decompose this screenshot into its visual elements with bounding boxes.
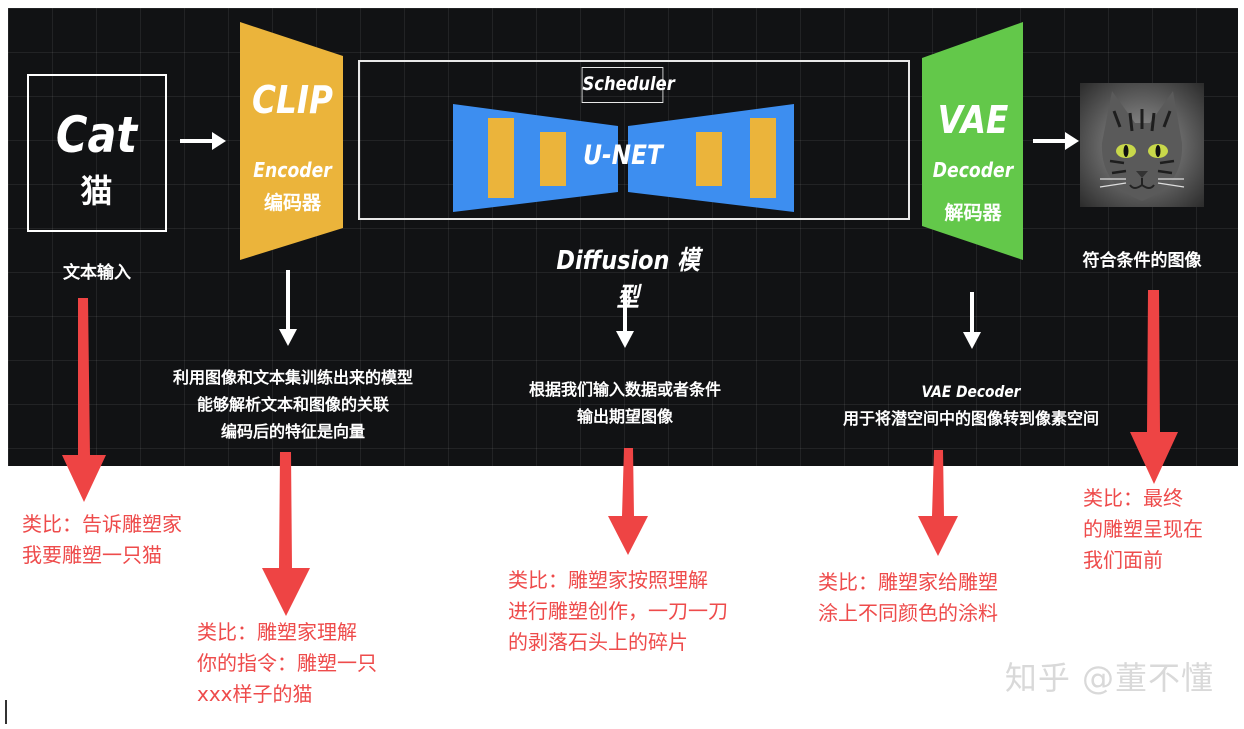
analogy-line: 你的指令：雕塑一只 bbox=[197, 651, 377, 675]
analogy-line: 我要雕塑一只猫 bbox=[22, 543, 162, 567]
vae-decoder-shape bbox=[922, 22, 1023, 260]
red-arrow bbox=[608, 448, 648, 555]
text-cursor bbox=[5, 700, 7, 724]
analogy-clip: 类比：雕塑家理解 你的指令：雕塑一只 xxx样子的猫 bbox=[197, 617, 377, 710]
text-input-box: Cat 猫 bbox=[27, 74, 167, 232]
unet-block bbox=[750, 118, 776, 198]
pipeline-panel: Cat 猫 文本输入 CLIP Encoder 编码器 Scheduler bbox=[8, 8, 1238, 466]
text-input-caption: 文本输入 bbox=[63, 263, 131, 283]
analogy-line: xxx样子的猫 bbox=[197, 682, 313, 706]
analogy-output: 类比：最终 的雕塑呈现在 我们面前 bbox=[1083, 483, 1203, 576]
diffusion-caption: Diffusion 模型 bbox=[556, 246, 700, 313]
analogy-diffusion: 类比：雕塑家按照理解 进行雕塑创作，一刀一刀 的剥落石头上的碎片 bbox=[508, 565, 728, 658]
analogy-line: 类比：雕塑家理解 bbox=[197, 620, 357, 644]
cat-word-cn: 猫 bbox=[80, 172, 113, 210]
scheduler-label: Scheduler bbox=[581, 67, 675, 103]
vae-desc-line: VAE Decoder bbox=[921, 382, 1021, 401]
clip-encoder-shape bbox=[240, 22, 343, 260]
unet-block bbox=[488, 118, 514, 198]
vae-title: VAE bbox=[937, 98, 1009, 142]
cat-word-en: Cat bbox=[55, 106, 138, 164]
analogy-line: 类比：最终 bbox=[1083, 486, 1183, 510]
vae-role-en: Decoder bbox=[932, 158, 1014, 182]
clip-desc-line: 能够解析文本和图像的关联 bbox=[196, 395, 389, 414]
unet-label: U-NET bbox=[583, 140, 663, 171]
red-arrow bbox=[1130, 290, 1178, 484]
pipeline-arrows bbox=[180, 132, 1079, 349]
clip-desc-line: 利用图像和文本集训练出来的模型 bbox=[172, 368, 413, 387]
output-cat-image bbox=[1080, 83, 1204, 207]
clip-description: 利用图像和文本集训练出来的模型 能够解析文本和图像的关联 编码后的特征是向量 bbox=[148, 364, 438, 445]
analogy-line: 进行雕塑创作，一刀一刀 bbox=[508, 599, 728, 623]
analogy-line: 涂上不同颜色的涂料 bbox=[818, 601, 998, 625]
clip-role-cn: 编码器 bbox=[263, 192, 321, 214]
analogy-line: 类比：雕塑家按照理解 bbox=[508, 568, 708, 592]
diffusion-desc-line: 输出期望图像 bbox=[576, 407, 673, 426]
vae-role-cn: 解码器 bbox=[944, 202, 1002, 224]
analogy-line: 的雕塑呈现在 bbox=[1083, 517, 1203, 541]
analogy-vae: 类比：雕塑家给雕塑 涂上不同颜色的涂料 bbox=[818, 567, 998, 629]
unet-block bbox=[696, 132, 722, 186]
red-arrow bbox=[918, 450, 958, 556]
diffusion-box bbox=[358, 60, 910, 220]
analogy-text-input: 类比：告诉雕塑家 我要雕塑一只猫 bbox=[22, 509, 182, 571]
clip-desc-line: 编码后的特征是向量 bbox=[220, 422, 365, 441]
analogy-line: 我们面前 bbox=[1083, 548, 1163, 572]
analogy-line: 的剥落石头上的碎片 bbox=[508, 630, 688, 654]
clip-title: CLIP bbox=[252, 78, 333, 122]
vae-description: VAE Decoder 用于将潜空间中的图像转到像素空间 bbox=[826, 378, 1116, 432]
watermark: 知乎 @董不懂 bbox=[1004, 659, 1214, 697]
analogy-line: 类比：雕塑家给雕塑 bbox=[818, 570, 998, 594]
red-arrow bbox=[262, 452, 310, 616]
analogy-line: 类比：告诉雕塑家 bbox=[22, 512, 182, 536]
diffusion-desc-line: 根据我们输入数据或者条件 bbox=[528, 380, 721, 399]
red-arrow bbox=[62, 298, 106, 502]
unet-block bbox=[540, 132, 566, 186]
unet-shape bbox=[453, 104, 794, 212]
diffusion-description: 根据我们输入数据或者条件 输出期望图像 bbox=[505, 376, 745, 430]
clip-role-en: Encoder bbox=[253, 158, 332, 182]
output-caption: 符合条件的图像 bbox=[1082, 251, 1202, 271]
vae-desc-line: 用于将潜空间中的图像转到像素空间 bbox=[842, 409, 1099, 428]
